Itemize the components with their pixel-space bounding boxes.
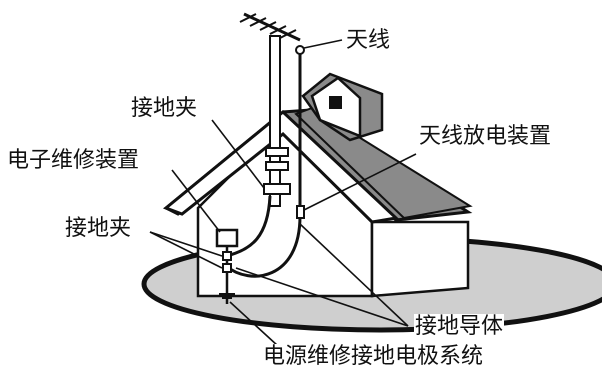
- antenna-mast: [239, 12, 305, 207]
- mast-brackets: [263, 147, 291, 195]
- service-equipment-box: [215, 228, 239, 248]
- house-side-wall: [370, 220, 470, 298]
- label-ground-clamp-top: 接地夹: [130, 96, 199, 122]
- dormer: [301, 72, 384, 142]
- label-power-service-grounding-system: 电源维修接地电极系统: [262, 344, 485, 370]
- ground-electrode-symbol: [219, 292, 235, 304]
- lead-in-wire: [225, 54, 302, 278]
- label-antenna-discharge-unit: 天线放电装置: [418, 124, 553, 150]
- label-antenna: 天线: [345, 28, 392, 54]
- dormer-window: [329, 96, 342, 109]
- label-ground-clamps-lower: 接地夹: [64, 216, 133, 242]
- ground-clamp-2: [222, 263, 232, 273]
- grounding-wire: [225, 195, 272, 258]
- ground-clamp-1: [222, 251, 232, 261]
- label-service-equipment: 电子维修装置: [6, 148, 141, 174]
- antenna-discharge-unit: [296, 205, 305, 219]
- roof-top-surface: [294, 106, 473, 220]
- label-grounding-conductors: 接地导体: [414, 314, 505, 340]
- leader-lines: [149, 39, 417, 347]
